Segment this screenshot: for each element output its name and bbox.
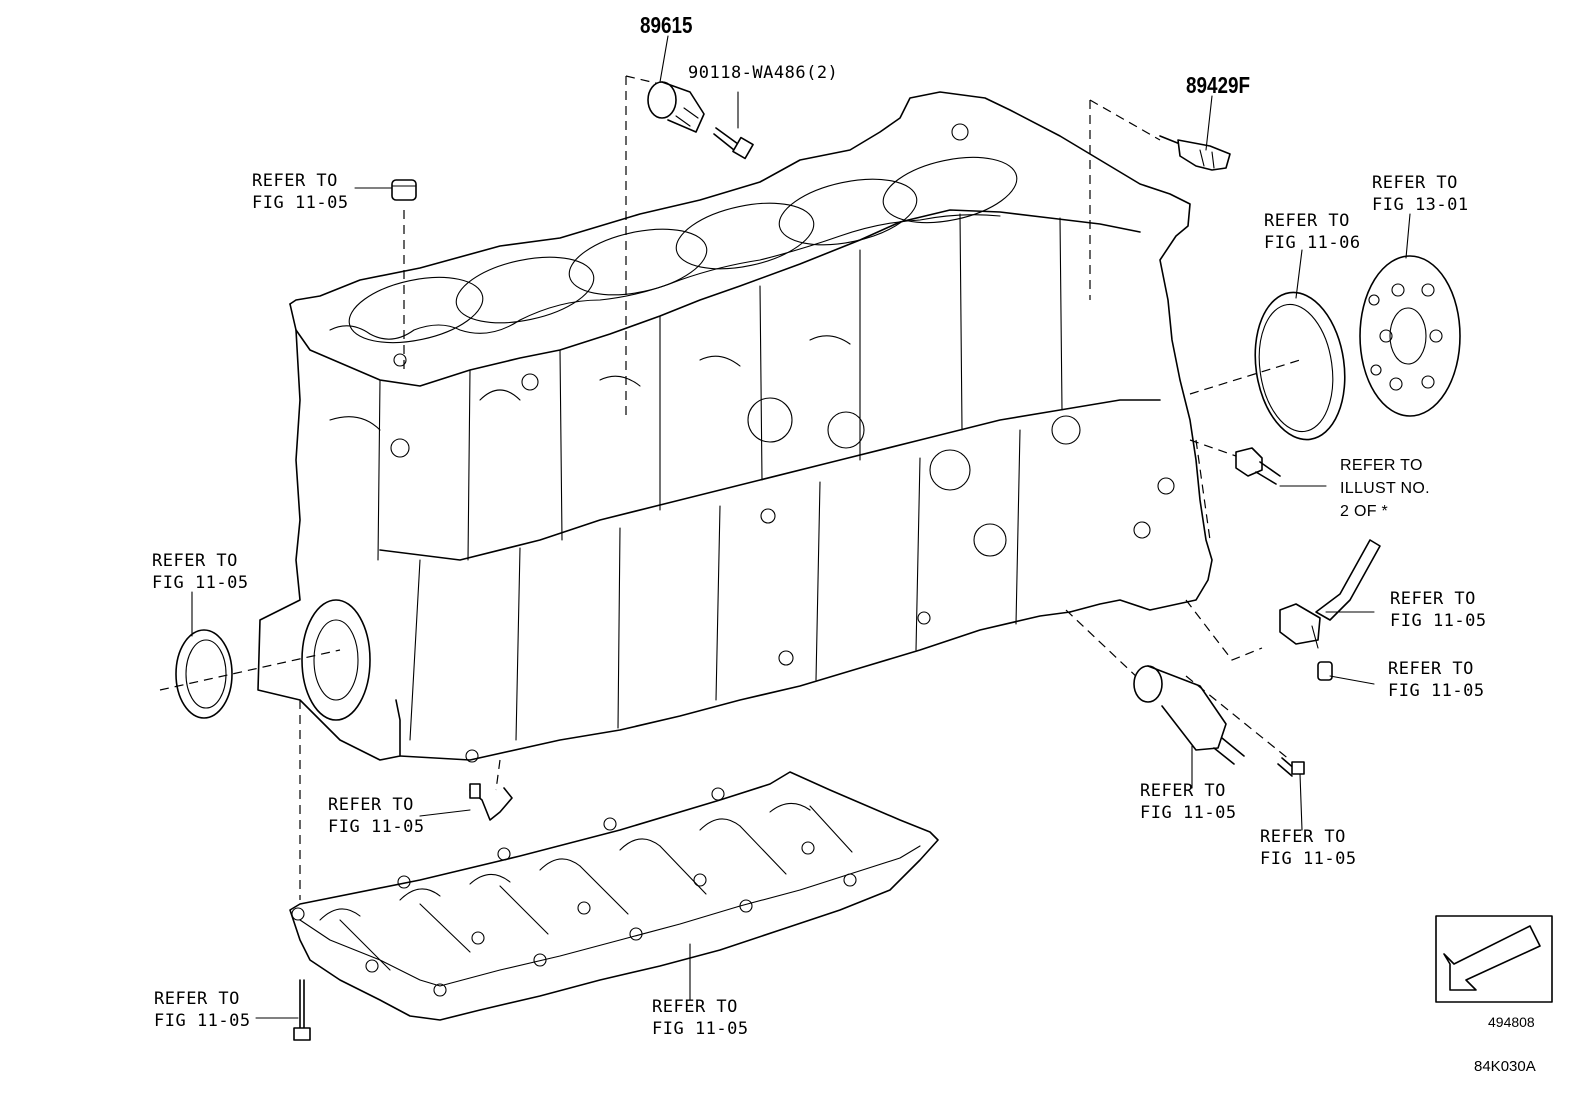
refer-line-2: ILLUST NO. bbox=[1340, 480, 1430, 497]
refer-line-3: 2 OF * bbox=[1340, 503, 1389, 520]
crankcase-oil-pan bbox=[289, 771, 939, 1021]
front-oil-seal[interactable] bbox=[175, 629, 233, 719]
water-outlet[interactable] bbox=[1133, 665, 1245, 765]
oil-pipe-plug[interactable] bbox=[1317, 661, 1333, 681]
cylinder-block bbox=[257, 91, 1213, 763]
refer-line-2: FIG 11-05 bbox=[152, 573, 249, 593]
legend-code: 494808 bbox=[1488, 1014, 1535, 1030]
drive-plate[interactable] bbox=[1359, 255, 1461, 417]
refer-line-1: REFER TO bbox=[1260, 827, 1346, 847]
leader-lines bbox=[191, 35, 1411, 1019]
refer-bearing-cap-bolt[interactable]: REFER TO FIG 11-05 bbox=[154, 988, 251, 1032]
refer-rear-seal-retainer[interactable]: REFER TO FIG 11-06 bbox=[1264, 210, 1361, 254]
refer-illust[interactable]: REFER TO ILLUST NO. 2 OF * bbox=[1340, 454, 1430, 523]
legend-box bbox=[1435, 915, 1553, 1003]
refer-oil-pipe[interactable]: REFER TO FIG 11-05 bbox=[1390, 588, 1487, 632]
bearing-cap-bolt[interactable] bbox=[293, 979, 311, 1041]
refer-line-1: REFER TO bbox=[1340, 457, 1423, 474]
refer-line-2: FIG 11-05 bbox=[252, 193, 349, 213]
oil-nozzle[interactable] bbox=[469, 783, 513, 821]
refer-line-2: FIG 11-05 bbox=[1388, 681, 1485, 701]
refer-drive-plate[interactable]: REFER TO FIG 13-01 bbox=[1372, 172, 1469, 216]
top-plug[interactable] bbox=[391, 179, 417, 201]
rear-oil-seal-retainer[interactable] bbox=[1246, 287, 1354, 446]
stud-bolt[interactable] bbox=[1277, 757, 1305, 777]
refer-oil-nozzle[interactable]: REFER TO FIG 11-05 bbox=[328, 794, 425, 838]
refer-crankcase[interactable]: REFER TO FIG 11-05 bbox=[652, 996, 749, 1040]
knock-sensor[interactable] bbox=[647, 81, 705, 133]
refer-line-2: FIG 11-05 bbox=[154, 1011, 251, 1031]
refer-top-plug[interactable]: REFER TO FIG 11-05 bbox=[252, 170, 349, 214]
refer-line-1: REFER TO bbox=[1372, 173, 1458, 193]
knock-sensor-bolt[interactable] bbox=[713, 127, 754, 160]
refer-line-2: FIG 11-05 bbox=[1390, 611, 1487, 631]
refer-line-1: REFER TO bbox=[328, 795, 414, 815]
refer-line-1: REFER TO bbox=[154, 989, 240, 1009]
refer-line-2: FIG 11-05 bbox=[1260, 849, 1357, 869]
refer-line-1: REFER TO bbox=[252, 171, 338, 191]
refer-water-outlet[interactable]: REFER TO FIG 11-05 bbox=[1140, 780, 1237, 824]
refer-line-2: FIG 11-05 bbox=[652, 1019, 749, 1039]
refer-line-1: REFER TO bbox=[1264, 211, 1350, 231]
temperature-sensor[interactable] bbox=[1235, 447, 1327, 487]
refer-line-1: REFER TO bbox=[152, 551, 238, 571]
part-number-oil-pressure-switch[interactable]: 89429F bbox=[1186, 72, 1250, 98]
oil-pressure-switch[interactable] bbox=[1159, 135, 1231, 171]
refer-line-1: REFER TO bbox=[1388, 659, 1474, 679]
refer-oil-pipe-plug[interactable]: REFER TO FIG 11-05 bbox=[1388, 658, 1485, 702]
refer-front-seal[interactable]: REFER TO FIG 11-05 bbox=[152, 550, 249, 594]
refer-line-1: REFER TO bbox=[652, 997, 738, 1017]
refer-stud-bolt[interactable]: REFER TO FIG 11-05 bbox=[1260, 826, 1357, 870]
illustration-code: 84K030A bbox=[1474, 1058, 1536, 1075]
part-number-knock-sensor[interactable]: 89615 bbox=[640, 12, 693, 38]
refer-line-1: REFER TO bbox=[1390, 589, 1476, 609]
refer-line-2: FIG 11-05 bbox=[328, 817, 425, 837]
refer-line-2: FIG 13-01 bbox=[1372, 195, 1469, 215]
refer-line-2: FIG 11-06 bbox=[1264, 233, 1361, 253]
oil-pipe[interactable] bbox=[1279, 539, 1381, 649]
part-number-knock-sensor-bolt[interactable]: 90118-WA486(2) bbox=[688, 63, 839, 83]
refer-line-2: FIG 11-05 bbox=[1140, 803, 1237, 823]
refer-line-1: REFER TO bbox=[1140, 781, 1226, 801]
